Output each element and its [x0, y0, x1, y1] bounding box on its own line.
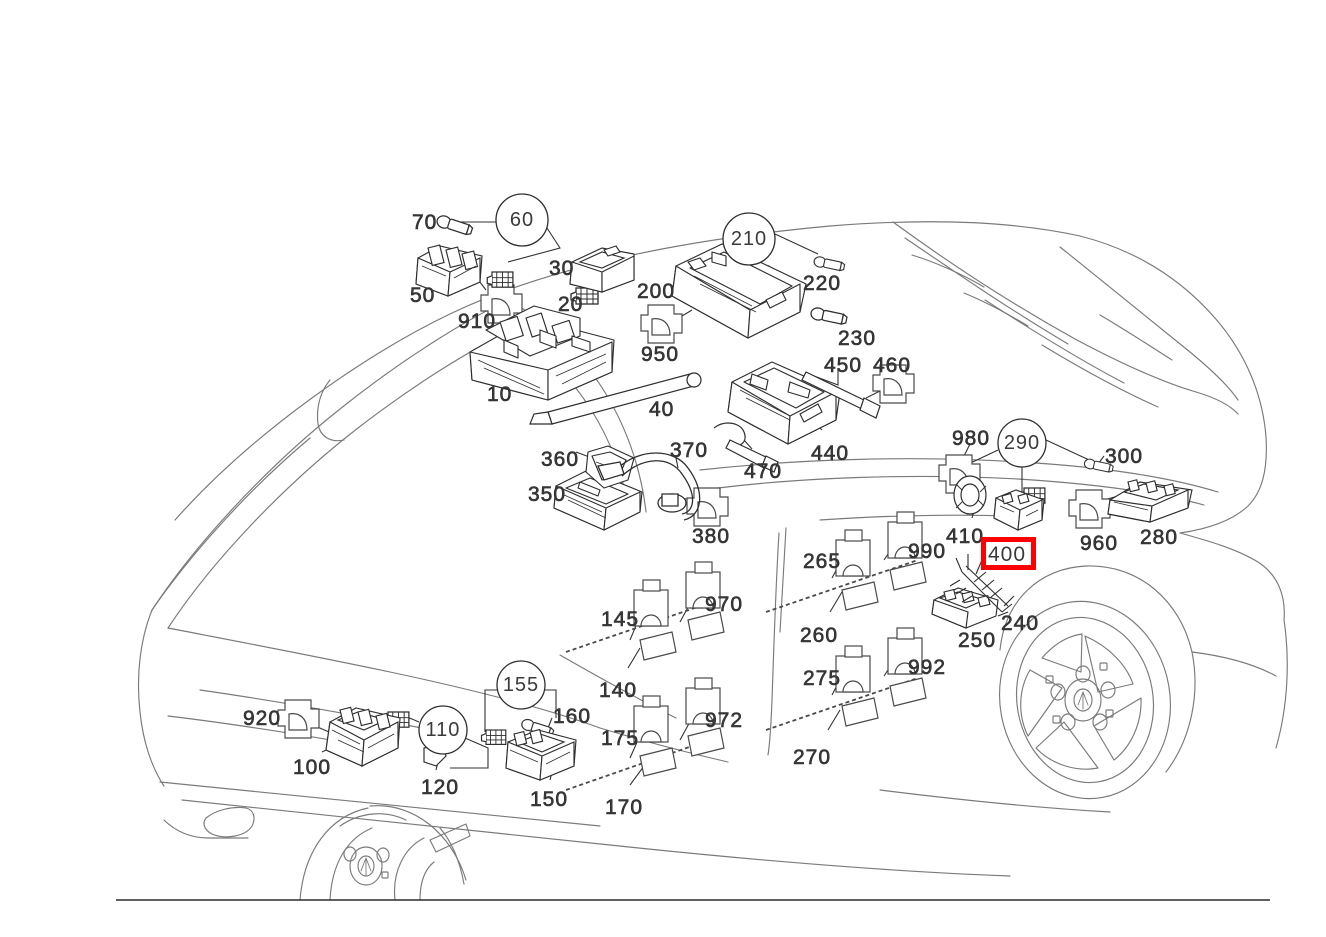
module-part-400 [993, 489, 1045, 531]
housing-part-30 [569, 245, 635, 293]
part-label-240: 240 [1001, 612, 1040, 635]
part-label-300: 300 [1105, 445, 1144, 468]
callout-circle-110 [418, 705, 468, 755]
module-part-250 [931, 587, 999, 629]
tool-part-470 [713, 422, 779, 473]
gasket-ring-part-410 [953, 475, 987, 515]
module-part-50 [415, 244, 483, 297]
part-label-350: 350 [528, 483, 567, 506]
part-label-160: 160 [553, 705, 592, 728]
part-label-10: 10 [487, 383, 513, 406]
part-label-40: 40 [649, 398, 675, 421]
part-label-972: 972 [705, 709, 744, 732]
part-label-175: 175 [601, 727, 640, 750]
roof-panel-part-200 [671, 243, 807, 339]
part-label-20: 20 [558, 293, 584, 316]
part-label-950: 950 [641, 343, 680, 366]
interior-lamp-part-350 [553, 469, 643, 531]
part-label-275: 275 [803, 667, 842, 690]
panel-part-280 [1107, 479, 1193, 523]
part-label-460: 460 [873, 354, 912, 377]
part-label-992: 992 [908, 656, 947, 679]
car-body-outline [137, 221, 1288, 901]
part-label-470: 470 [744, 460, 783, 483]
part-label-990: 990 [908, 540, 947, 563]
part-label-980: 980 [952, 427, 991, 450]
part-label-170: 170 [605, 796, 644, 819]
part-label-380: 380 [692, 525, 731, 548]
callout-circle-60 [495, 193, 549, 247]
module-part-100 [325, 706, 401, 767]
callout-circle-210 [722, 212, 776, 266]
wiring-harness-part-370 [597, 452, 701, 521]
callout-label-155: 155 [502, 674, 540, 696]
interior-panel-part-440 [727, 361, 841, 445]
part-label-265: 265 [803, 550, 842, 573]
part-label-200: 200 [637, 280, 676, 303]
part-label-230: 230 [838, 327, 877, 350]
part-label-120: 120 [421, 776, 460, 799]
callout-label-60: 60 [509, 209, 535, 231]
callout-label-110: 110 [425, 719, 461, 741]
clip-icons [277, 284, 1111, 739]
part-label-220: 220 [803, 272, 842, 295]
part-label-410: 410 [946, 525, 985, 548]
part-label-960: 960 [1080, 532, 1119, 555]
harness-part-240 [949, 554, 1015, 617]
part-label-370: 370 [670, 439, 709, 462]
part-label-70: 70 [412, 211, 438, 234]
callout-circle-290 [997, 418, 1047, 468]
part-label-280: 280 [1140, 526, 1179, 549]
part-label-910: 910 [458, 310, 497, 333]
part-label-360: 360 [541, 448, 580, 471]
part-label-100: 100 [293, 756, 332, 779]
rod-part-450 [801, 371, 881, 419]
part-label-145: 145 [601, 608, 640, 631]
part-label-150: 150 [530, 788, 569, 811]
part-label-30: 30 [549, 257, 575, 280]
callout-label-290: 290 [1003, 432, 1041, 454]
part-label-140: 140 [599, 679, 638, 702]
highlighted-part-number: 400 [988, 543, 1027, 566]
part-label-50: 50 [410, 284, 436, 307]
callout-label-210: 210 [730, 228, 768, 250]
part-label-970: 970 [705, 593, 744, 616]
part-label-250: 250 [958, 629, 997, 652]
part-label-440: 440 [811, 442, 850, 465]
overhead-console-part-10 [469, 305, 615, 401]
rod-part-40 [529, 372, 702, 425]
part-label-260: 260 [800, 624, 839, 647]
callout-circle-155 [496, 660, 546, 710]
part-label-270: 270 [793, 746, 832, 769]
module-part-150 [505, 728, 577, 781]
seal-icons [633, 511, 927, 777]
part-label-450: 450 [824, 354, 863, 377]
part-label-920: 920 [243, 707, 282, 730]
